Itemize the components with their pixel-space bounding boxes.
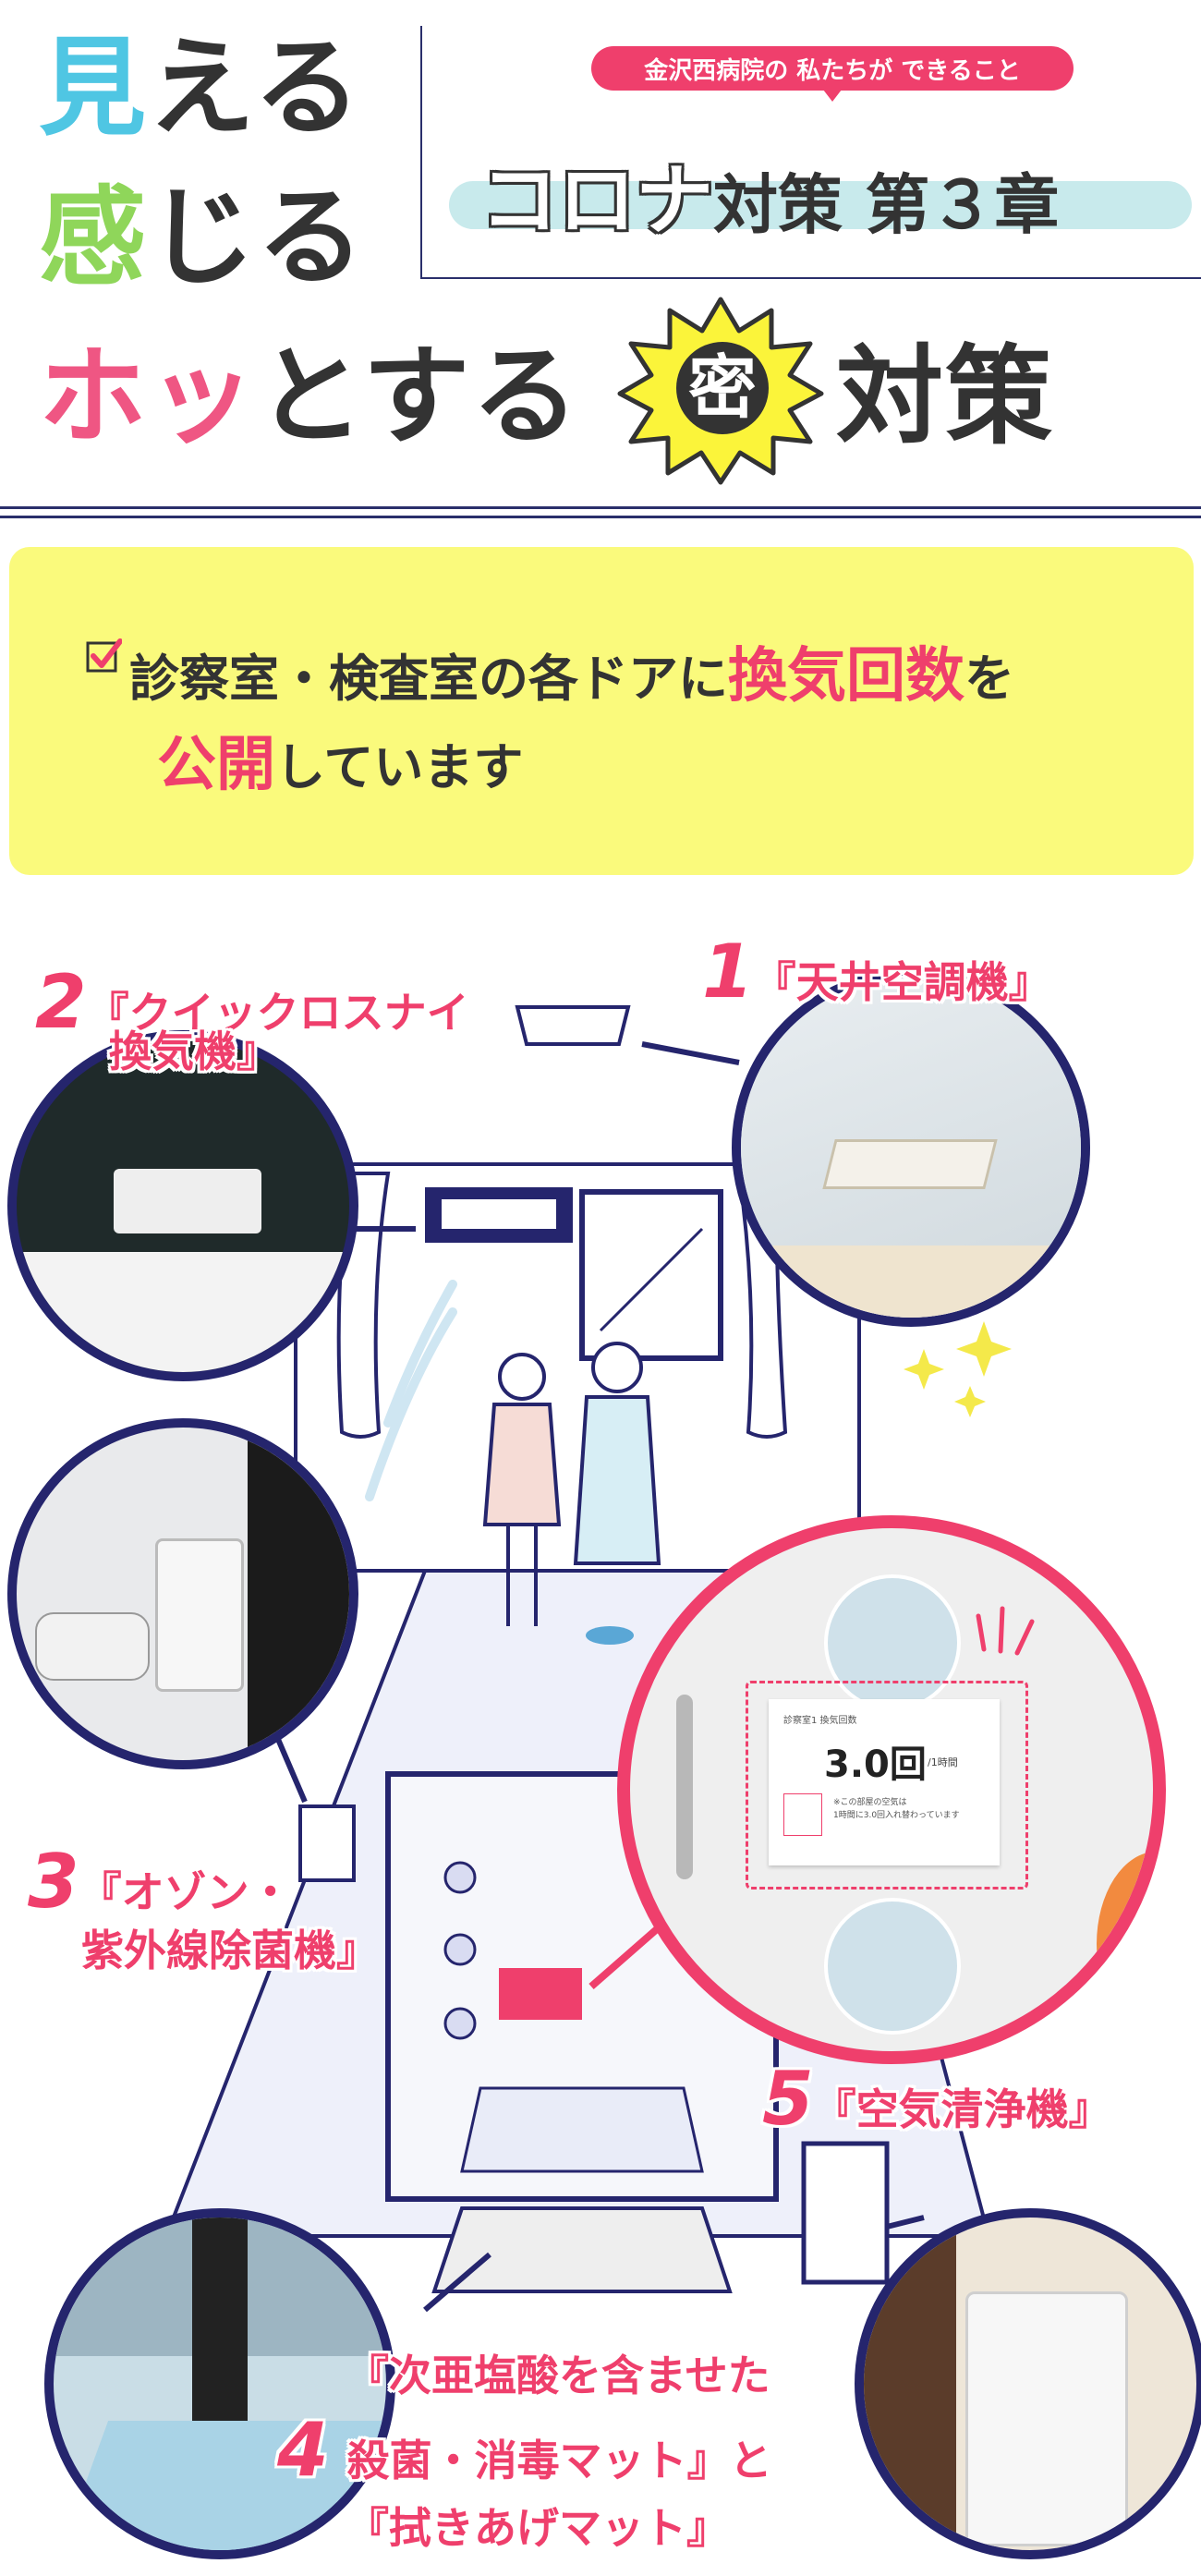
chapter-outline-text: コロナ: [480, 155, 714, 246]
notice-line2-post: しています: [275, 738, 524, 796]
door-window-top: [824, 1574, 961, 1711]
headline-line-2: 感じる: [39, 185, 366, 292]
monitor-edge: [248, 1428, 349, 1760]
headline-rest-2: じる: [148, 176, 366, 300]
notice-line-1: 診察室・検査室の各ドアに換気回数を: [129, 628, 1014, 713]
counter-top: [17, 1252, 349, 1372]
label-item-2-line2: 換気機』: [109, 1027, 279, 1076]
item-4-text-b: 殺菌・消毒マット』と: [346, 2436, 772, 2485]
photo-ozone-device: [7, 1418, 358, 1769]
item-3-text-a: 『オゾン・: [79, 1867, 292, 1917]
purifier-unit: [965, 2291, 1128, 2546]
headline-rest-3: とする: [257, 334, 581, 459]
headline-accent-2: 感: [39, 176, 148, 300]
chapter-underlay: [449, 181, 1192, 229]
headline-accent-3: ホッ: [39, 334, 257, 459]
notice-highlight-1: 換気回数: [728, 642, 964, 711]
label-item-2: 2『クイックロスナイ: [35, 959, 469, 1045]
sign-highlight-frame: [746, 1681, 1028, 1889]
item-1-text: 『天井空調機』: [753, 957, 1051, 1007]
headline-suffix: 対策: [836, 334, 1054, 459]
wall-strip: [741, 1245, 1081, 1318]
sign-unit: /1時間: [928, 1756, 958, 1768]
person-legs: [192, 2218, 248, 2458]
item-1-number: 1: [702, 929, 754, 1015]
sign-value: 3.0回: [824, 1744, 927, 1786]
header-divider-vertical: [420, 26, 422, 277]
door-window-bottom: [824, 1898, 961, 2035]
burst-char: 密: [688, 348, 757, 428]
hospital-pill: 金沢西病院の 私たちが できること: [591, 46, 1074, 102]
sign-diagram: [783, 1793, 822, 1836]
notice-line1-pre: 診察室・検査室の各ドアに: [129, 650, 728, 708]
item-5-text: 『空気清浄機』: [813, 2084, 1111, 2134]
label-item-4-line3: 『拭きあげマット』: [346, 2503, 729, 2553]
chapter-rest-text: 対策 第３章: [713, 167, 1060, 243]
double-rule-bottom: [0, 516, 1201, 518]
photo-disinfection-mat: [44, 2208, 395, 2559]
checkbox-checked-icon: [86, 638, 122, 673]
label-item-5: 5『空気清浄機』: [762, 2056, 1111, 2142]
photo-door-sign: 診察室1 換気回数 3.0回 /1時間 ※この部屋の空気は 1時間に3.0回入れ…: [617, 1515, 1166, 2064]
photo-ceiling-aircon: [732, 968, 1090, 1327]
headline-line-3: ホッとする: [39, 344, 581, 451]
label-item-4: 4 殺菌・消毒マット』と: [277, 2407, 772, 2493]
item-3-number: 3: [28, 1839, 79, 1925]
headline-line-1: 見える: [39, 35, 363, 142]
ventilation-sign: 診察室1 換気回数 3.0回 /1時間 ※この部屋の空気は 1時間に3.0回入れ…: [769, 1699, 1000, 1865]
notice-box: [9, 547, 1194, 875]
ceiling-vent: [822, 1139, 998, 1189]
telephone: [35, 1612, 150, 1681]
double-rule-top: [0, 506, 1201, 509]
header-divider-horizontal: [420, 277, 1201, 279]
photo-air-purifier: [855, 2208, 1201, 2559]
vent-device: [114, 1169, 261, 1233]
label-item-3: 3『オゾン・: [28, 1839, 292, 1925]
item-2-number: 2: [35, 959, 87, 1045]
headline-accent-1: 見: [39, 26, 148, 151]
sign-note-b: 1時間に3.0回入れ替わっています: [833, 1811, 960, 1820]
label-item-4-line1: 『次亜塩酸を含ませた: [346, 2351, 770, 2400]
sign-header: 診察室1 換気回数: [783, 1716, 857, 1726]
furniture-edge: [864, 2218, 956, 2550]
headline-rest-1: える: [148, 26, 363, 151]
ozone-unit: [155, 1538, 244, 1692]
item-2-text-a: 『クイックロスナイ: [86, 988, 469, 1038]
item-5-number: 5: [762, 2056, 814, 2142]
door-handle: [676, 1695, 693, 1879]
item-4-number: 4: [277, 2407, 329, 2493]
sign-note-a: ※この部屋の空気は: [833, 1798, 907, 1807]
label-item-3-line2: 紫外線除菌機』: [81, 1926, 379, 1975]
photo-ventilation-unit: [7, 1030, 358, 1381]
notice-line-2: 公開しています: [157, 717, 523, 802]
notice-line1-post: を: [964, 650, 1014, 708]
chapter-title: コロナ対策 第３章: [480, 139, 1059, 250]
label-item-1: 1『天井空調機』: [702, 929, 1051, 1015]
notice-highlight-2: 公開: [157, 731, 275, 799]
attention-marks-icon: [976, 1606, 1035, 1656]
burst-center: [676, 342, 769, 434]
